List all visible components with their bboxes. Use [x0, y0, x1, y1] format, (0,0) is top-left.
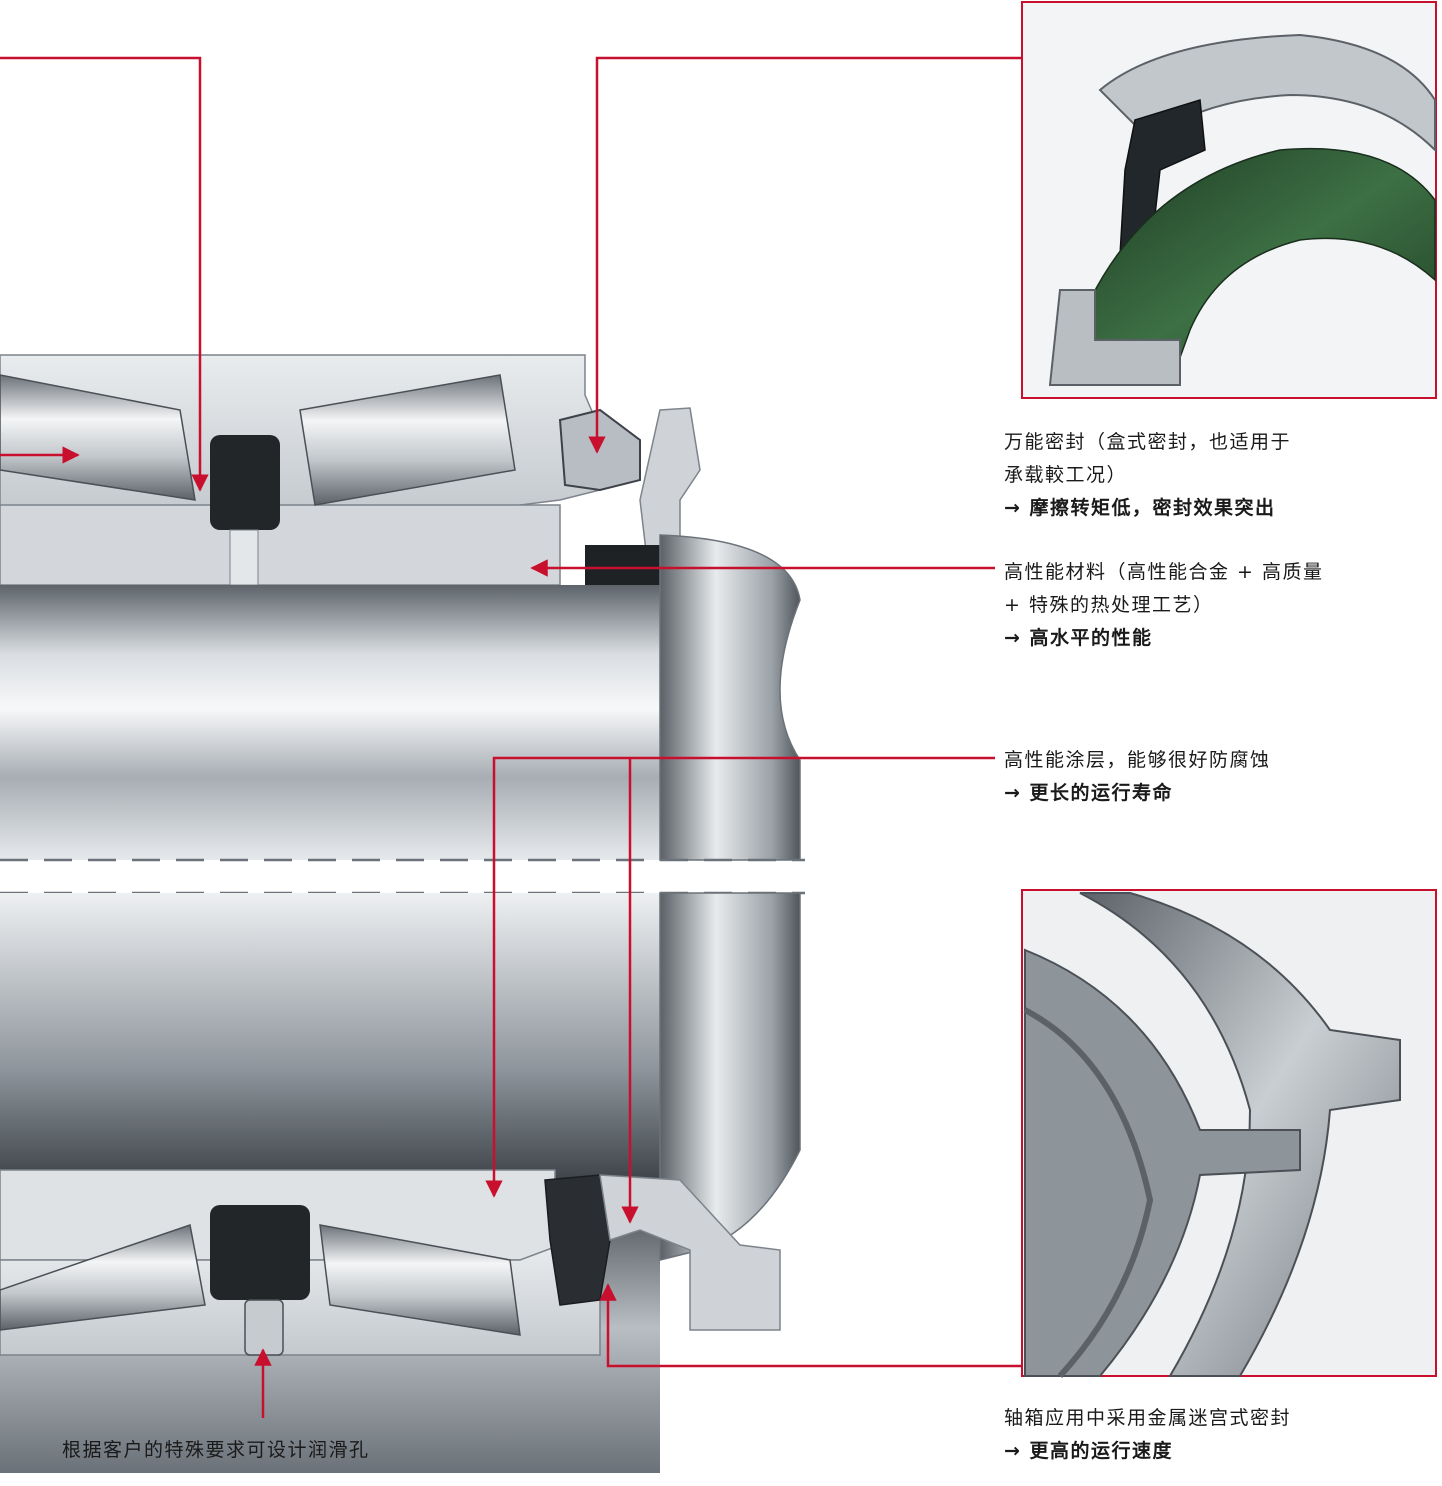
roller-right-lower: [319, 1224, 521, 1336]
shaft-end-upper: [659, 534, 801, 861]
labyrinth-groove: [1023, 1007, 1154, 1379]
universal-seal-line1: 万能密封（盒式密封，也适用于: [1004, 431, 1292, 453]
roller-right-upper: [299, 374, 516, 506]
upper-bearing-section: [0, 354, 701, 586]
callout-coating: 高性能涂层，能够很好防腐蚀 → 更长的运行寿命: [1004, 744, 1434, 810]
seal-inner-case: [1048, 289, 1181, 386]
shaft-shoulder-upper: [585, 545, 680, 585]
coating-line1: 高性能涂层，能够很好防腐蚀: [1004, 749, 1271, 771]
labyrinth-seal-benefit: → 更高的运行速度: [1004, 1440, 1174, 1462]
labyrinth-seal-line1: 轴箱应用中采用金属迷宫式密封: [1004, 1407, 1292, 1429]
box-seal-upper: [558, 408, 641, 492]
shaft-upper: [0, 585, 660, 860]
leader-lines: [0, 56, 1022, 1418]
material-line2: + 特殊的热处理工艺）: [1004, 594, 1214, 616]
leader-coating-a: [485, 756, 995, 1198]
leader-labyrinth: [599, 1283, 1022, 1368]
inset-labyrinth-seal: [1021, 889, 1437, 1379]
cage-spacer-upper: [210, 435, 280, 530]
roller-left-upper: [0, 374, 196, 501]
cage-spacer-lower: [210, 1205, 310, 1300]
seal-metal-case: [1098, 33, 1436, 153]
lubrication-plug: [244, 1299, 284, 1356]
leader-universal-seal: [588, 56, 1022, 454]
inset-universal-seal: [1021, 1, 1437, 399]
callout-universal-seal: 万能密封（盒式密封，也适用于 承载較工况） → 摩擦转矩低，密封效果突出: [1004, 426, 1434, 525]
labyrinth-outer-band: [1079, 892, 1401, 1377]
callout-lubrication-hole: 根据客户的特殊要求可设计润滑孔: [62, 1434, 562, 1467]
lower-bearing-section: [0, 1169, 781, 1356]
seal-green-ring: [1084, 147, 1436, 386]
material-line1: 高性能材料（高性能合金 + 高质量: [1004, 561, 1324, 583]
housing-lower: [599, 1174, 781, 1331]
callout-labyrinth-seal: 轴箱应用中采用金属迷宫式密封 → 更高的运行速度: [1004, 1402, 1434, 1468]
leader-cage: [0, 56, 209, 492]
labyrinth-inner-band: [1024, 948, 1301, 1377]
callout-material: 高性能材料（高性能合金 + 高质量 + 特殊的热处理工艺） → 高水平的性能: [1004, 556, 1434, 655]
roller-left-lower: [0, 1224, 206, 1331]
material-benefit: → 高水平的性能: [1004, 627, 1153, 649]
lubrication-hole-line1: 根据客户的特殊要求可设计润滑孔: [62, 1439, 370, 1461]
coating-benefit: → 更长的运行寿命: [1004, 782, 1174, 804]
spacer-slot-upper: [229, 529, 259, 586]
universal-seal-line2: 承载較工况）: [1004, 464, 1128, 486]
universal-seal-benefit: → 摩擦转矩低，密封效果突出: [1004, 497, 1276, 519]
